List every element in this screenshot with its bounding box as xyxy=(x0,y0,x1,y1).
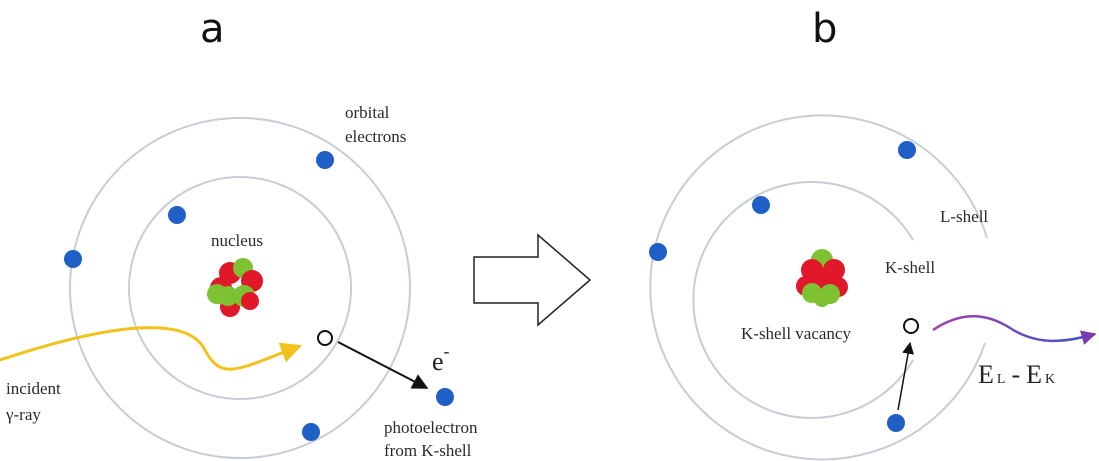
orbital-electron xyxy=(752,196,770,214)
panel-a: a orbital electrons nucle xyxy=(0,6,482,460)
outer-shell-a xyxy=(69,117,411,459)
orbital-electron xyxy=(887,414,905,432)
orbital-electron xyxy=(316,151,334,169)
k-shell-vacancy-b xyxy=(903,318,919,334)
nucleus-label: nucleus xyxy=(211,231,263,250)
panel-a-letter: a xyxy=(200,6,225,52)
photoelectron-arrow xyxy=(337,341,429,389)
electron-symbol: e- xyxy=(432,341,450,376)
orbital-electron xyxy=(168,206,186,224)
orbital-electron xyxy=(302,423,320,441)
transition-arrow xyxy=(473,233,592,327)
orbital-electron xyxy=(649,243,667,261)
inner-shell-b xyxy=(692,181,914,419)
outer-shell-b xyxy=(649,114,988,461)
orbital-electron xyxy=(898,141,916,159)
nucleus-b xyxy=(796,249,848,307)
k-shell-vacancy-label: K-shell vacancy xyxy=(741,324,851,343)
orbital-electrons-label: orbital electrons xyxy=(345,103,406,146)
l-shell-label: L-shell xyxy=(940,207,988,226)
k-shell-label: K-shell xyxy=(885,258,935,277)
orbital-electron xyxy=(64,250,82,268)
photoelectron xyxy=(436,388,454,406)
electron-transition-arrow xyxy=(897,341,915,411)
panel-b-letter: b xyxy=(812,6,837,52)
incident-gamma-ray-label: incident γ-ray xyxy=(5,379,65,424)
nucleus-a xyxy=(207,258,263,317)
panel-b: b L-shell K-shell K-shell vacancy xyxy=(649,6,1097,461)
incident-gamma-ray-path xyxy=(0,326,302,371)
photoelectron-label: photoelectron from K-shell xyxy=(384,418,482,460)
inner-shell-a xyxy=(128,176,352,400)
emitted-xray-wave xyxy=(932,315,1097,345)
k-shell-vacancy-a xyxy=(317,330,333,346)
